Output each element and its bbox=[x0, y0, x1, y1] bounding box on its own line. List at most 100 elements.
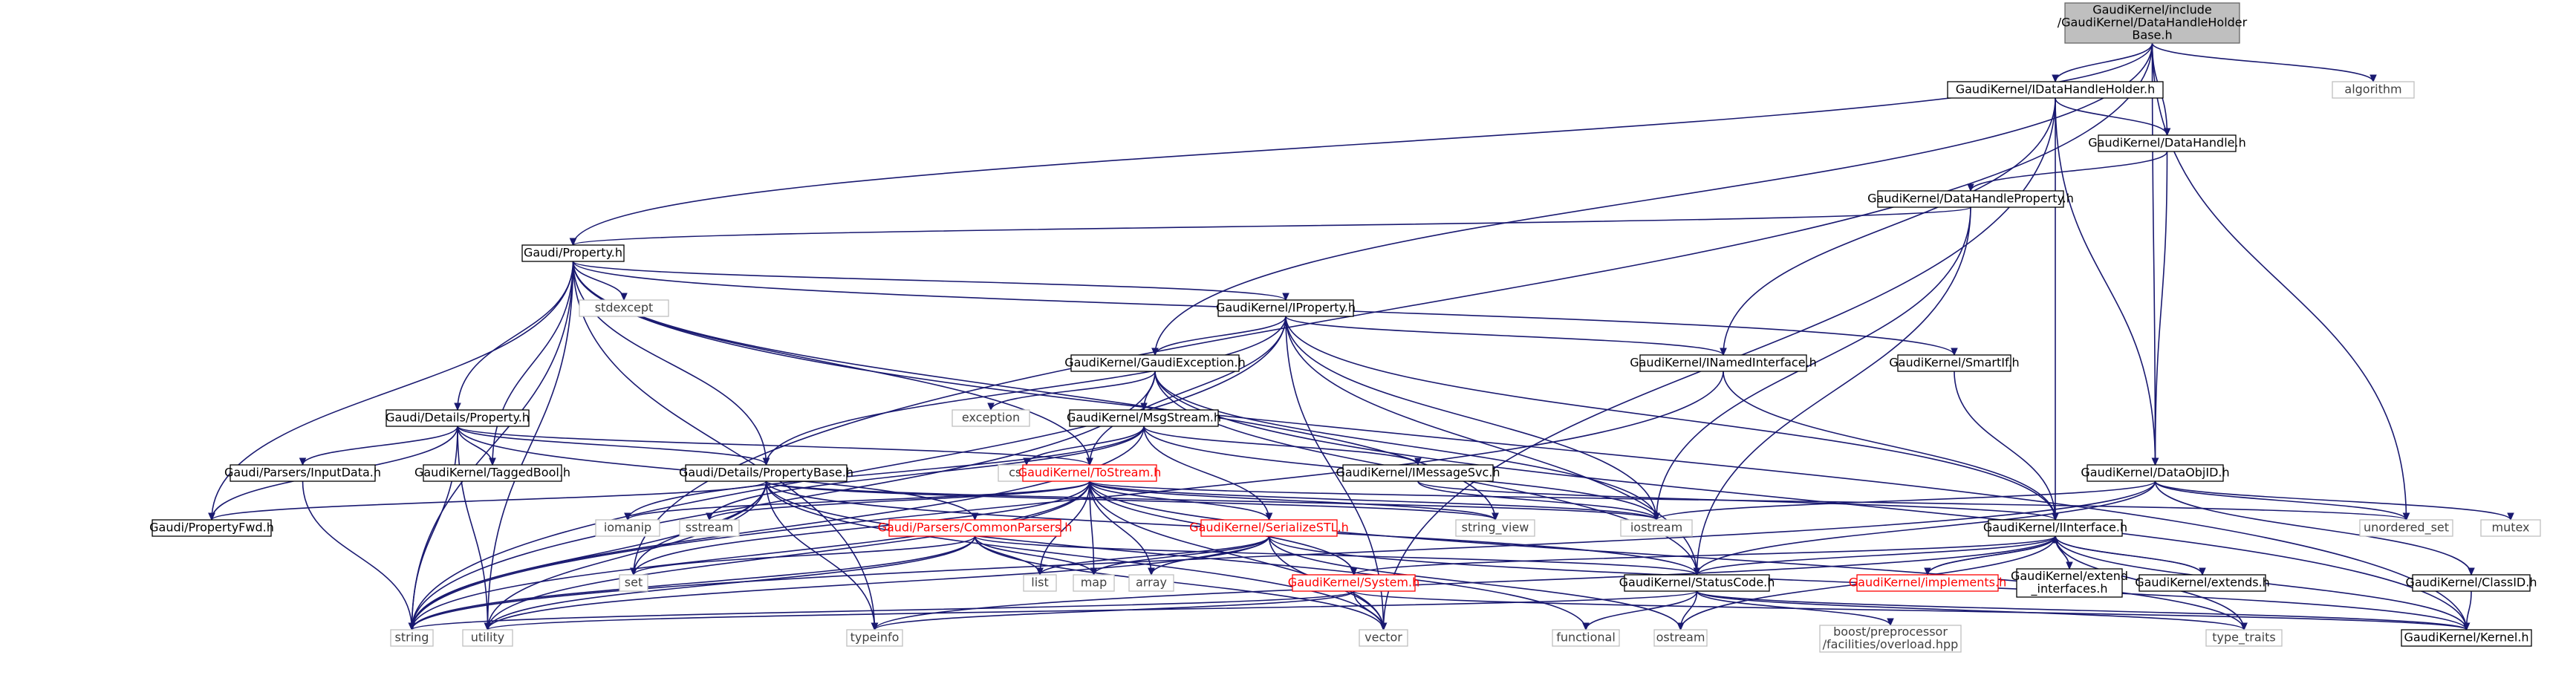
edge-tostream-to-serstl bbox=[1089, 480, 1273, 521]
edge-dhprop-to-gprop bbox=[569, 206, 1971, 247]
node-dataobjid[interactable]: GaudiKernel/DataObjID.h bbox=[2081, 464, 2230, 482]
node-propfwd[interactable]: Gaudi/PropertyFwd.h bbox=[149, 519, 274, 537]
edge-root-to-gprop bbox=[569, 42, 2153, 247]
edge-arrowhead bbox=[1887, 618, 1894, 627]
node-statuscode[interactable]: GaudiKernel/StatusCode.h bbox=[1619, 574, 1775, 592]
node-datahandle[interactable]: GaudiKernel/DataHandle.h bbox=[2088, 134, 2246, 152]
node-box bbox=[1128, 574, 1174, 592]
node-iomanip: iomanip bbox=[595, 519, 660, 537]
edge-iinterface-to-statuscode bbox=[1693, 535, 2056, 576]
node-box bbox=[1819, 625, 1962, 653]
edge-arrowhead bbox=[2240, 622, 2248, 631]
edge-arrowhead bbox=[2468, 567, 2475, 576]
node-label: Gaudi/Parsers/CommonParsers.h bbox=[878, 521, 1073, 535]
node-label: unordered_set bbox=[2364, 521, 2449, 535]
node-label: /GaudiKernel/DataHandleHolder bbox=[2058, 16, 2248, 30]
edge-root-to-dataobjid bbox=[2151, 42, 2159, 466]
node-gexc[interactable]: GaudiKernel/GaudiException.h bbox=[1064, 354, 1246, 372]
edge-arrowhead bbox=[1036, 567, 1044, 576]
node-box bbox=[1022, 464, 1157, 482]
edge-statuscode-to-boostpp bbox=[1696, 590, 1894, 627]
node-serstl[interactable]: GaudiKernel/SerializeSTL.h bbox=[1189, 519, 1349, 537]
node-idhh[interactable]: GaudiKernel/IDataHandleHolder.h bbox=[1947, 81, 2164, 99]
node-inputdata[interactable]: Gaudi/Parsers/InputData.h bbox=[224, 464, 381, 482]
node-label: string_view bbox=[1462, 521, 1529, 535]
node-box bbox=[2332, 81, 2415, 99]
node-box bbox=[1455, 519, 1535, 537]
node-detpropbase[interactable]: Gaudi/Details/PropertyBase.h bbox=[679, 464, 853, 482]
node-kernel[interactable]: GaudiKernel/Kernel.h bbox=[2401, 629, 2532, 647]
node-detprop[interactable]: Gaudi/Details/Property.h bbox=[386, 409, 530, 427]
node-label: mutex bbox=[2491, 521, 2529, 535]
node-label: algorithm bbox=[2344, 82, 2401, 97]
node-box bbox=[2138, 574, 2266, 592]
edge-dataobjid-to-unordered_set bbox=[2154, 480, 2410, 521]
edge-gprop-to-detpropbase bbox=[572, 261, 770, 466]
node-gprop[interactable]: Gaudi/Property.h bbox=[521, 244, 625, 262]
node-label: Base.h bbox=[2132, 28, 2172, 42]
node-ostream: ostream bbox=[1653, 629, 1708, 647]
node-label: Gaudi/Property.h bbox=[524, 246, 622, 260]
node-typeinfo: typeinfo bbox=[846, 629, 903, 647]
node-label: list bbox=[1031, 576, 1049, 590]
node-taggedbool[interactable]: GaudiKernel/TaggedBool.h bbox=[414, 464, 570, 482]
edge-datahandle-to-dhprop bbox=[1967, 151, 2168, 192]
edge-iprop-to-inamed bbox=[1285, 316, 1727, 356]
edge-iinterface-to-system bbox=[1350, 535, 2056, 576]
edge-idhh-to-inamed bbox=[1720, 97, 2056, 356]
node-box bbox=[1624, 574, 1770, 592]
node-dhprop[interactable]: GaudiKernel/DataHandleProperty.h bbox=[1867, 190, 2074, 208]
node-inamed[interactable]: GaudiKernel/INamedInterface.h bbox=[1630, 354, 1817, 372]
node-box bbox=[390, 629, 434, 647]
node-iinterface[interactable]: GaudiKernel/IInterface.h bbox=[1983, 519, 2127, 537]
node-box bbox=[1897, 354, 2011, 372]
node-array: array bbox=[1128, 574, 1174, 592]
edge-arrowhead bbox=[1414, 457, 1422, 466]
node-algorithm: algorithm bbox=[2332, 81, 2415, 99]
node-classid[interactable]: GaudiKernel/ClassID.h bbox=[2406, 574, 2537, 592]
node-label: type_traits bbox=[2212, 631, 2275, 645]
node-label: GaudiKernel/implements.h bbox=[1849, 576, 2006, 590]
edge-extends-to-iinterface bbox=[2052, 535, 2203, 576]
node-system[interactable]: GaudiKernel/System.h bbox=[1288, 574, 1420, 592]
node-label: array bbox=[1136, 576, 1167, 590]
node-box bbox=[952, 409, 1030, 427]
edge-iprop-to-gexc bbox=[1151, 316, 1287, 356]
edge-dataobjid-to-mutex bbox=[2154, 480, 2514, 521]
graph-nodes: GaudiKernel/include/GaudiKernel/DataHand… bbox=[149, 2, 2541, 653]
node-box bbox=[386, 409, 530, 427]
node-box bbox=[1217, 299, 1354, 317]
node-msgstream[interactable]: GaudiKernel/MsgStream.h bbox=[1067, 409, 1221, 427]
node-box bbox=[685, 464, 848, 482]
node-box bbox=[1877, 190, 2064, 208]
node-box bbox=[1359, 629, 1408, 647]
node-iprop[interactable]: GaudiKernel/IProperty.h bbox=[1216, 299, 1356, 317]
node-label: Gaudi/Details/PropertyBase.h bbox=[679, 466, 853, 480]
node-box bbox=[1070, 354, 1240, 372]
node-root[interactable]: GaudiKernel/include/GaudiKernel/DataHand… bbox=[2058, 2, 2248, 44]
node-label: iostream bbox=[1630, 521, 1682, 535]
node-extends[interactable]: GaudiKernel/extends.h bbox=[2135, 574, 2270, 592]
edge-detprop-to-inputdata bbox=[299, 426, 458, 466]
node-label: GaudiKernel/IDataHandleHolder.h bbox=[1956, 82, 2156, 97]
node-box bbox=[1342, 464, 1494, 482]
edge-dataobjid-to-classid bbox=[2154, 480, 2475, 576]
edge-arrowhead bbox=[1265, 512, 1273, 521]
edge-gprop-to-detprop bbox=[454, 261, 574, 411]
edge-serstl-to-array bbox=[1148, 535, 1270, 576]
node-imsgsvc[interactable]: GaudiKernel/IMessageSvc.h bbox=[1336, 464, 1500, 482]
node-label: GaudiKernel/DataHandle.h bbox=[2088, 136, 2245, 150]
edge-arrowhead bbox=[299, 457, 307, 466]
node-tostream[interactable]: GaudiKernel/ToStream.h bbox=[1018, 464, 1162, 482]
edge-detprop-to-detpropbase bbox=[457, 426, 770, 466]
node-smartif[interactable]: GaudiKernel/SmartIf.h bbox=[1889, 354, 2020, 372]
edge-root-to-unordered_set bbox=[2151, 42, 2410, 521]
node-extifaces[interactable]: GaudiKernel/extend_interfaces.h bbox=[2011, 568, 2128, 598]
edge-msgstream-to-imsgsvc bbox=[1143, 426, 1422, 466]
edge-arrowhead bbox=[208, 512, 215, 521]
node-commonparsers[interactable]: Gaudi/Parsers/CommonParsers.h bbox=[878, 519, 1073, 537]
node-label: iomanip bbox=[604, 521, 651, 535]
node-implements[interactable]: GaudiKernel/implements.h bbox=[1849, 574, 2006, 592]
node-box bbox=[888, 519, 1061, 537]
